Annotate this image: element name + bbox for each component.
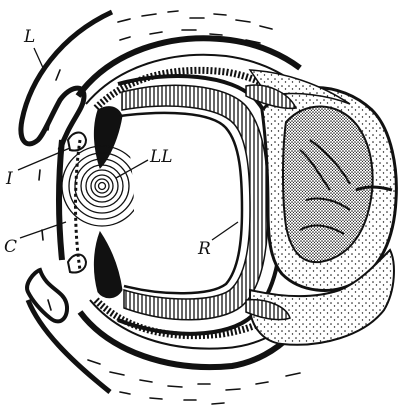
tissue-dashes (38, 10, 301, 405)
vitreous-cavity (124, 114, 238, 290)
leader-C (19, 221, 67, 239)
label-LL: LL (149, 147, 173, 167)
label-I: I (5, 169, 13, 189)
orbit-tissue (245, 69, 395, 346)
leader-LL (115, 159, 149, 179)
label-R: R (197, 239, 211, 259)
label-L: L (23, 27, 35, 47)
leader-L (33, 47, 45, 71)
leader-I (17, 147, 71, 171)
eyelids (18, 9, 114, 394)
outer-sclera-layers (56, 35, 302, 370)
leader-lines (17, 47, 239, 241)
labels: L I C LL R (4, 27, 211, 259)
leader-R (211, 221, 239, 241)
label-C: C (4, 237, 17, 257)
optic-region (260, 86, 398, 292)
